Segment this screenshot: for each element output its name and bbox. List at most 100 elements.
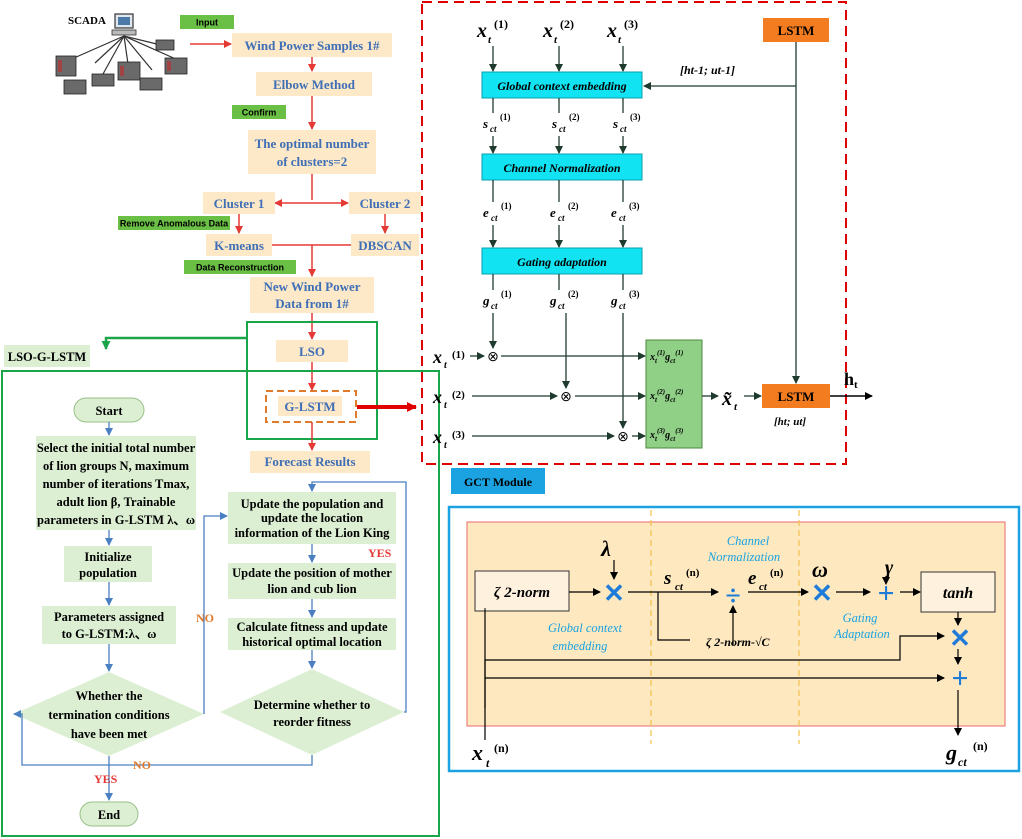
- init-line-2: number of iterations Tmax,: [43, 477, 190, 491]
- x-left-1-sub: t: [444, 360, 448, 371]
- newdata-line2: Data from 1#: [275, 296, 349, 311]
- recon-tag: Data Reconstruction: [196, 263, 284, 273]
- lstm-bottom-label: LSTM: [778, 389, 815, 404]
- term-line-2: have been met: [71, 727, 148, 741]
- s-labels: s ct (1) s ct (2) s ct (3): [482, 112, 641, 134]
- term-line-1: termination conditions: [48, 708, 169, 722]
- e-ct-n-sub: ct: [759, 581, 768, 593]
- lso-tag-bg: [4, 345, 90, 367]
- x-tilde: x̃: [721, 388, 733, 410]
- update-pop-line-1: update the location: [261, 511, 363, 525]
- s-3-sup: (3): [630, 112, 641, 122]
- confirm-tag: Confirm: [242, 108, 277, 118]
- channel-line1: Channel: [727, 534, 770, 548]
- forecast-box: [250, 451, 370, 473]
- init-line-4: parameters in G-LSTM λ、ω: [37, 513, 195, 527]
- newdata-box: [250, 277, 374, 313]
- s-ct-n-sub: ct: [675, 581, 684, 593]
- x-left-3: x: [432, 427, 442, 447]
- initialize-line-1: population: [79, 566, 137, 580]
- channel-norm-block: [481, 153, 643, 181]
- x-t-n-sub: t: [486, 756, 490, 770]
- scada-label: SCADA: [68, 15, 106, 27]
- x-top-1: x: [476, 20, 487, 42]
- end-label: End: [98, 808, 120, 822]
- x-left-2-sup: (2): [452, 389, 465, 401]
- dbscan-label: DBSCAN: [358, 238, 412, 253]
- x-top-1-sub: t: [488, 34, 492, 46]
- assign-line-0: Parameters assigned: [54, 610, 164, 624]
- init-line-1: of lion groups N, maximum: [43, 459, 190, 473]
- wind-samples-box: [232, 33, 392, 57]
- optimal-line2: of clusters=2: [277, 154, 348, 169]
- end-node: [79, 801, 139, 827]
- no-label-bottom: NO: [133, 758, 151, 772]
- reorder-diamond: [220, 669, 404, 755]
- fitness-box: [228, 618, 396, 650]
- channel-norm-label: Channel Normalization: [503, 161, 620, 175]
- gct-title: GCT Module: [464, 475, 533, 489]
- prev-state-label: [ht-1; ut-1]: [680, 63, 735, 77]
- e-3: e: [611, 205, 617, 220]
- reorder-line-0: Determine whether to: [254, 698, 370, 712]
- update-pop-line-2: information of the Lion King: [235, 526, 391, 540]
- g-2-sub: ct: [558, 301, 565, 311]
- g-2-sup: (2): [568, 289, 579, 299]
- confirm-tag-bg: [232, 105, 286, 119]
- gating-label: Gating adaptation: [517, 255, 607, 269]
- plus-op-2: +: [951, 662, 968, 695]
- zeta-norm-box: [474, 570, 570, 612]
- x-left-3-sub: t: [444, 440, 448, 451]
- s-3: s: [612, 116, 618, 131]
- gamma-label: γ: [885, 557, 894, 579]
- assign-box: [42, 606, 176, 644]
- lso-tag: LSO-G-LSTM: [8, 350, 87, 364]
- zeta-norm-label: ζ 2-norm: [494, 585, 550, 601]
- lstm-top-label: LSTM: [778, 23, 815, 38]
- g-ct-n-sup: (n): [973, 739, 988, 753]
- optimal-line1: The optimal number: [255, 136, 370, 151]
- channel-line2: Normalization: [707, 550, 780, 564]
- glstm-box: [278, 396, 342, 416]
- input-tag-bg: [180, 15, 234, 29]
- init-line-3: adult lion β, Trainable: [57, 495, 176, 509]
- cluster2-box: [349, 192, 421, 214]
- glstm-label: G-LSTM: [284, 399, 335, 414]
- gating-line1: Gating: [843, 611, 878, 625]
- init-line-0: Select the initial total number: [37, 441, 196, 455]
- forecast-label: Forecast Results: [264, 454, 355, 469]
- x-top-2: x: [542, 20, 553, 42]
- g-3-sup: (3): [629, 289, 640, 299]
- x-top-1-sup: (1): [494, 17, 508, 31]
- update-mother-line-0: Update the position of mother: [232, 566, 392, 580]
- x-t-n-sup: (n): [494, 741, 509, 755]
- lso-label: LSO: [299, 344, 325, 359]
- out-state-label: [ht; ut]: [774, 416, 806, 428]
- dbscan-box: [351, 234, 419, 256]
- no-label-right: NO: [196, 611, 214, 625]
- e-2: e: [550, 205, 556, 220]
- global-line1: Global context: [548, 621, 622, 635]
- gating-line2: Adaptation: [833, 627, 890, 641]
- glstm-dashed-frame: [265, 390, 357, 423]
- s-1: s: [482, 116, 488, 131]
- elbow-label: Elbow Method: [273, 77, 356, 92]
- e-1-sup: (1): [501, 201, 512, 211]
- x-left-2: x: [432, 387, 442, 407]
- scada-network-icon: SCADA: [55, 13, 188, 95]
- g-1: g: [482, 293, 490, 308]
- gct-title-bg: [451, 468, 545, 494]
- omega-label: ω: [812, 557, 828, 582]
- gct-module: GCT Module ζ 2-norm λ ✕ s ct (n) Channel…: [447, 468, 1021, 773]
- divide-op: ÷: [725, 581, 740, 612]
- g-2: g: [549, 293, 557, 308]
- newdata-line1: New Wind Power: [263, 279, 360, 294]
- cluster1-box: [203, 192, 275, 214]
- reorder-line-1: reorder fitness: [273, 715, 351, 729]
- lstm-top-box: [763, 18, 829, 42]
- optimal-box: [248, 130, 376, 174]
- x-left-2-sub: t: [444, 400, 448, 411]
- times-1: ⊗: [487, 350, 499, 365]
- s-ct-n: s: [663, 568, 671, 589]
- e-ct-n-sup: (n): [770, 567, 784, 579]
